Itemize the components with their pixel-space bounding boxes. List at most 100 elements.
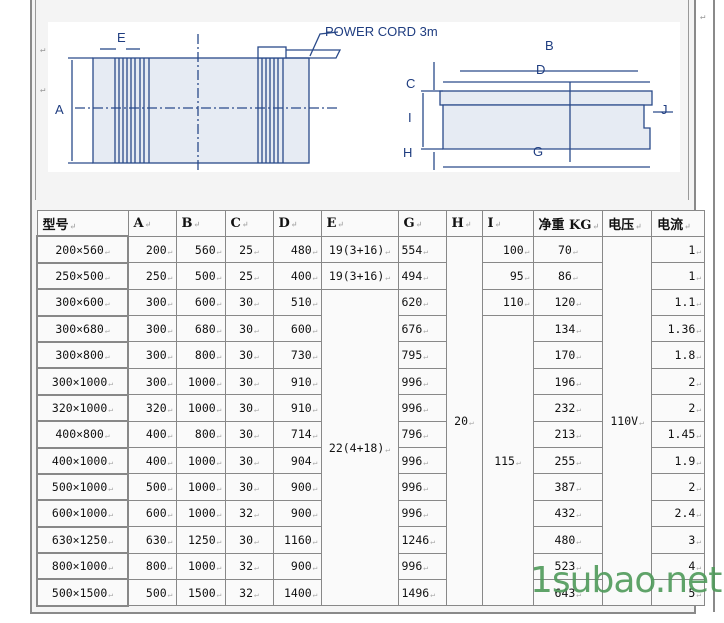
cell-b: 600 xyxy=(175,288,226,317)
cell-d: 900 xyxy=(272,499,322,528)
top-view-body xyxy=(92,57,310,164)
cell-model: 300×1000 xyxy=(36,367,129,396)
cell-a: 300 xyxy=(127,315,177,343)
cell-c: 32 xyxy=(224,578,274,607)
column-header: C xyxy=(224,210,274,237)
cell-i: 110 xyxy=(481,288,534,317)
table-row: 400×10004001000309049962551.9 xyxy=(36,446,706,475)
cell-d: 600 xyxy=(272,315,322,343)
column-header: E xyxy=(320,210,399,237)
cell-current: 5 xyxy=(651,578,706,607)
cell-g: 620 xyxy=(397,288,447,317)
column-header: 型号 xyxy=(36,210,129,237)
column-header: H xyxy=(445,210,483,237)
cell-current: 2 xyxy=(651,367,706,396)
cell-current: 2 xyxy=(651,394,706,422)
cell-c: 30 xyxy=(224,288,274,317)
cell-current: 3 xyxy=(651,526,706,554)
cell-g: 996 xyxy=(397,499,447,528)
scrollbar-edge xyxy=(713,0,715,612)
cell-b: 1000 xyxy=(175,447,226,475)
cell-b: 1500 xyxy=(175,578,226,607)
cell-g: 996 xyxy=(397,552,447,580)
slot-lines-right xyxy=(257,58,284,163)
dim-label-j: J xyxy=(661,102,668,117)
cell-current: 1.1 xyxy=(651,288,706,317)
cell-c: 30 xyxy=(224,526,274,554)
dim-label-a: A xyxy=(55,102,64,117)
column-header: I xyxy=(481,210,534,237)
watermark: 1subao.net xyxy=(530,560,722,601)
cell-weight: 120 xyxy=(532,288,604,317)
cell-c: 25 xyxy=(224,235,274,264)
cell-model: 600×1000 xyxy=(36,499,129,528)
cell-b: 800 xyxy=(175,420,226,449)
cell-weight: 86 xyxy=(532,262,604,290)
cell-a: 300 xyxy=(127,341,177,369)
cell-current: 2.4 xyxy=(651,499,706,528)
cell-model: 250×500 xyxy=(36,261,129,291)
cell-g: 796 xyxy=(397,420,447,449)
cell-e: 19(3+16) xyxy=(320,235,399,264)
cell-d: 1400 xyxy=(272,578,322,607)
column-header: 电流 xyxy=(651,210,706,237)
cell-weight: 70 xyxy=(532,235,604,264)
cell-weight: 196 xyxy=(532,367,604,396)
table-row: 600×10006001000329009964322.4 xyxy=(36,499,706,528)
cell-model: 300×680 xyxy=(36,314,129,343)
cell-model: 400×1000 xyxy=(36,446,129,475)
cell-voltage-merged: 110V xyxy=(602,235,653,607)
cell-d: 400 xyxy=(272,262,322,290)
dim-label-i: I xyxy=(408,110,412,125)
cell-a: 300 xyxy=(127,367,177,396)
cell-a: 200 xyxy=(127,235,177,264)
dim-label-c: C xyxy=(406,76,415,91)
cell-b: 560 xyxy=(175,235,226,264)
cell-i-merged: 115 xyxy=(481,315,534,607)
dim-label-g: G xyxy=(533,144,543,159)
dimension-diagram: POWER CORD 3m A B C D E G H I J xyxy=(48,22,680,172)
cell-c: 32 xyxy=(224,552,274,580)
image-frame xyxy=(35,0,689,200)
cell-g: 795 xyxy=(397,341,447,369)
column-header: D xyxy=(272,210,322,237)
cell-current: 1 xyxy=(651,235,706,264)
cell-weight: 232 xyxy=(532,394,604,422)
cell-b: 1000 xyxy=(175,473,226,501)
cell-b: 1000 xyxy=(175,367,226,396)
cell-d: 480 xyxy=(272,235,322,264)
cell-c: 30 xyxy=(224,315,274,343)
cell-g: 676 xyxy=(397,315,447,343)
cell-weight: 523 xyxy=(532,552,604,580)
power-cord-label: POWER CORD 3m xyxy=(325,24,438,39)
cell-weight: 432 xyxy=(532,499,604,528)
cell-d: 714 xyxy=(272,420,322,449)
cell-g: 996 xyxy=(397,367,447,396)
cell-current: 1.9 xyxy=(651,447,706,475)
table-row: 500×1500500150032140014966435 xyxy=(36,578,706,607)
cell-g: 996 xyxy=(397,447,447,475)
table-row: 200×5602005602548019(3+16)5542010070110V… xyxy=(36,235,706,607)
cell-a: 800 xyxy=(127,552,177,580)
cell-d: 900 xyxy=(272,473,322,501)
column-header: 净重 KG xyxy=(532,210,604,237)
cell-current: 1 xyxy=(651,262,706,290)
cell-b: 1000 xyxy=(175,499,226,528)
cell-weight: 255 xyxy=(532,447,604,475)
table-row: 630×1250630125030116012464803 xyxy=(36,525,706,555)
paragraph-mark: ↵ xyxy=(40,45,46,55)
table-row: 300×680300680306006761151341.36 xyxy=(36,314,706,607)
cell-a: 500 xyxy=(127,578,177,607)
table-row: 250×5002505002540019(3+16)49495861 xyxy=(36,261,706,291)
table-row: 500×10005001000309009963872 xyxy=(36,472,706,502)
cell-c: 30 xyxy=(224,367,274,396)
table-row: 400×800400800307147962131.45 xyxy=(36,420,706,449)
spec-table: 型号ABCDEGHI净重 KG电压电流 200×5602005602548019… xyxy=(36,210,706,607)
cell-b: 1250 xyxy=(175,526,226,554)
cell-h-merged: 20 xyxy=(445,235,483,607)
cell-a: 500 xyxy=(127,473,177,501)
cell-model: 800×1000 xyxy=(36,552,129,581)
cell-model: 300×600 xyxy=(36,288,129,317)
cell-weight: 643 xyxy=(532,578,604,607)
cell-model: 400×800 xyxy=(36,420,129,449)
